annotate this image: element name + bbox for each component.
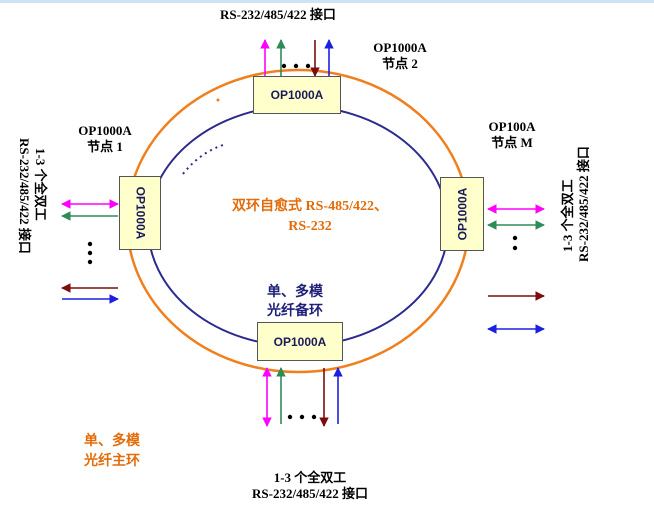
bottom-interface-line1: 1-3 个全双工	[273, 470, 347, 485]
node-m-label-line1: OP100A	[488, 119, 536, 134]
node-box-right-label: OP1000A	[455, 187, 470, 241]
left-interface-line2: RS-232/485/422 接口	[17, 138, 32, 254]
bottom-interface-line2: RS-232/485/422 接口	[252, 486, 368, 501]
left-interface-line1: 1-3 个全双工	[33, 148, 48, 221]
bottom-ellipsis-dot-3	[311, 414, 317, 420]
center-text: 双环自愈式 RS-485/422、 RS-232	[200, 197, 420, 237]
right-ellipsis-dot-2	[512, 245, 518, 251]
inner-ring-direction-mark	[182, 143, 227, 175]
right-interface-label: 1-3 个全双工 RS-232/485/422 接口	[560, 146, 592, 262]
top-interface-label: RS-232/485/422 接口	[220, 7, 336, 22]
node-1-label: OP1000A 节点 1	[65, 123, 145, 155]
inner-ring-label-line1: 单、多模	[267, 285, 323, 300]
left-ellipsis-dot-3	[87, 259, 93, 265]
node-box-top: OP1000A	[253, 76, 341, 114]
outer-ring-label-line2: 光纤主环	[84, 454, 140, 469]
bottom-ellipsis-dot-1	[287, 414, 293, 420]
node-1-label-line1: OP1000A	[78, 123, 132, 138]
top-ellipsis-dot-2	[293, 63, 299, 69]
left-ellipsis-dot-2	[87, 250, 93, 256]
top-ellipsis-dot-1	[281, 63, 287, 69]
outer-ring-label: 单、多模 光纤主环	[84, 432, 140, 472]
node-box-bottom-label: OP1000A	[273, 334, 327, 349]
outer-ring-mark	[216, 98, 220, 102]
outer-ring-label-line1: 单、多模	[84, 434, 140, 449]
right-interface-line2: RS-232/485/422 接口	[576, 146, 591, 262]
node-2-label-line2: 节点 2	[382, 56, 418, 71]
node-box-right: OP1000A	[440, 177, 484, 251]
center-text-line1: 双环自愈式 RS-485/422、	[232, 199, 388, 214]
node-m-label: OP100A 节点 M	[472, 119, 552, 151]
node-box-left-label: OP1000A	[133, 186, 148, 240]
inner-ring-label: 单、多模 光纤备环	[250, 283, 340, 321]
node-box-top-label: OP1000A	[270, 88, 324, 102]
top-ellipsis-dot-3	[305, 63, 311, 69]
bottom-interface-label: 1-3 个全双工 RS-232/485/422 接口	[210, 470, 410, 502]
node-box-left: OP1000A	[119, 176, 161, 250]
node-box-bottom: OP1000A	[257, 322, 343, 361]
node-2-label-line1: OP1000A	[373, 40, 427, 55]
left-ellipsis-dot-1	[87, 241, 93, 247]
node-2-label: OP1000A 节点 2	[360, 40, 440, 72]
top-border-line	[0, 0, 654, 3]
node-1-label-line2: 节点 1	[87, 139, 123, 154]
right-ellipsis-dot-1	[512, 235, 518, 241]
right-interface-line1: 1-3 个全双工	[560, 179, 575, 252]
center-text-line2: RS-232	[288, 219, 332, 234]
left-interface-label: 1-3 个全双工 RS-232/485/422 接口	[16, 138, 48, 254]
node-m-label-line2: 节点 M	[491, 135, 533, 150]
bottom-ellipsis-dot-2	[299, 414, 305, 420]
inner-ring-label-line2: 光纤备环	[267, 304, 323, 319]
